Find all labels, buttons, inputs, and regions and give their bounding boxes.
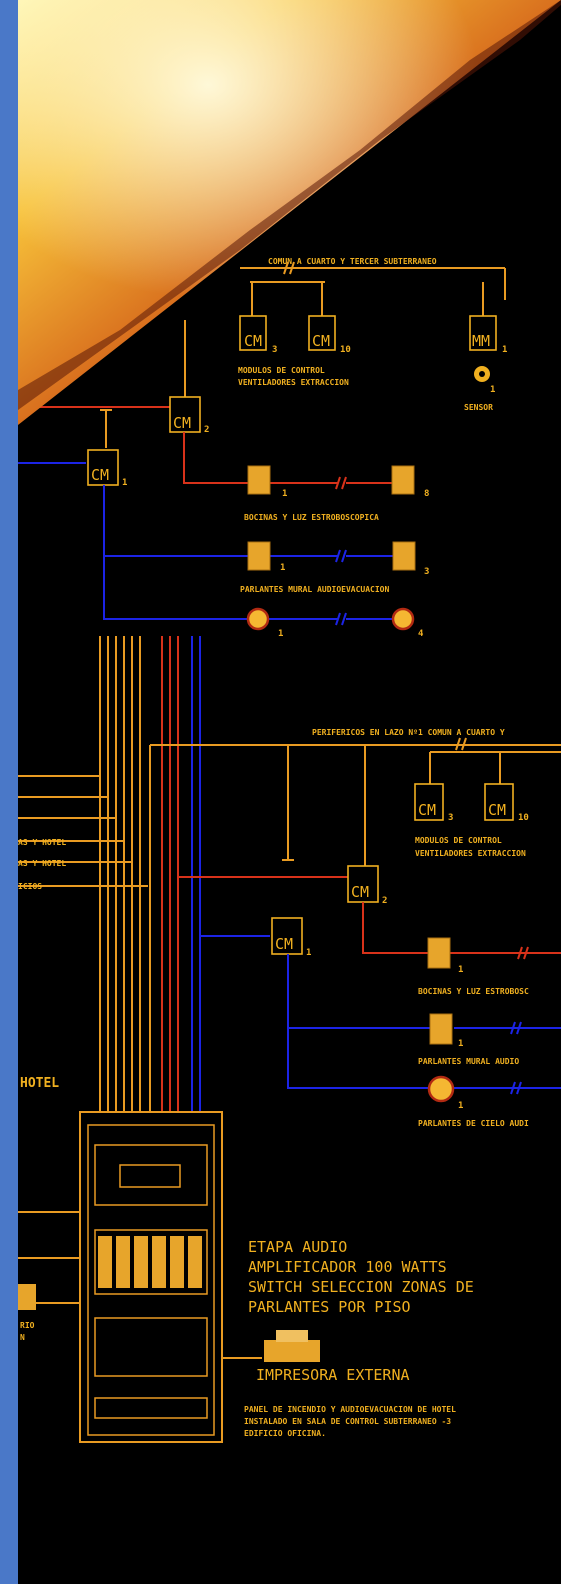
lower-section: PERIFERICOS EN LAZO Nº1 COMUN A CUARTO Y… <box>18 728 561 1128</box>
svg-text:CM: CM <box>275 935 293 953</box>
horn-strobe-icon <box>391 465 415 495</box>
svg-text:8: 8 <box>424 489 429 499</box>
horn-strobe-icon <box>247 465 271 495</box>
ceiling-speaker-icon <box>391 607 415 631</box>
amplifier-modules <box>98 1236 202 1288</box>
lower-control-label-1: MODULOS DE CONTROL <box>415 836 502 845</box>
ceiling-speaker-icon <box>246 607 270 631</box>
svg-text:1: 1 <box>280 563 285 573</box>
hotel-label: HOTEL <box>20 1076 59 1091</box>
wall-speaker-icon <box>247 541 271 571</box>
upper-wall-speaker-label: PARLANTES MURAL AUDIOEVACUACION <box>240 585 389 594</box>
svg-text:RIO: RIO <box>20 1321 35 1330</box>
panel-line-1: ETAPA AUDIO <box>248 1238 347 1256</box>
svg-text:4: 4 <box>418 629 424 639</box>
svg-text:1: 1 <box>282 489 287 499</box>
left-accent-bar <box>0 0 18 1584</box>
svg-text:3: 3 <box>272 345 277 355</box>
fire-panel-cabinet: RIO N <box>18 1111 262 1443</box>
panel-note-1: PANEL DE INCENDIO Y AUDIOEVACUACION DE H… <box>244 1405 456 1414</box>
vertical-trunk <box>99 636 201 1112</box>
lower-control-module-3 <box>414 783 444 821</box>
svg-text:MM: MM <box>472 332 490 350</box>
panel-line-4: PARLANTES POR PISO <box>248 1298 411 1316</box>
svg-text:3: 3 <box>448 813 453 823</box>
svg-text:CM: CM <box>418 801 436 819</box>
printer-label: IMPRESORA EXTERNA <box>256 1366 410 1384</box>
upper-control-module-3 <box>239 315 267 351</box>
svg-text:10: 10 <box>518 813 529 823</box>
wall-speaker-icon <box>392 541 416 571</box>
svg-text:CM: CM <box>488 801 506 819</box>
svg-text:CM: CM <box>312 332 330 350</box>
svg-text:CM: CM <box>91 466 109 484</box>
svg-text:1: 1 <box>458 1039 463 1049</box>
panel-line-3: SWITCH SELECCION ZONAS DE <box>248 1278 474 1296</box>
svg-text:2: 2 <box>204 425 209 435</box>
svg-text:CM: CM <box>173 414 191 432</box>
upper-section: COMUN A CUARTO Y TERCER SUBTERRANEO CM 3… <box>18 257 507 639</box>
upper-control-label-2: VENTILADORES EXTRACCION <box>238 378 349 387</box>
lower-horn-label: BOCINAS Y LUZ ESTROBOSC <box>418 987 529 996</box>
svg-text:2: 2 <box>382 896 387 906</box>
panel-note-2: INSTALADO EN SALA DE CONTROL SUBTERRANEO… <box>244 1417 451 1426</box>
svg-text:CM: CM <box>351 883 369 901</box>
printer-icon <box>264 1330 320 1362</box>
svg-text:1: 1 <box>306 948 311 958</box>
svg-text:3: 3 <box>424 567 429 577</box>
svg-text:N: N <box>20 1333 25 1342</box>
lower-control-label-2: VENTILADORES EXTRACCION <box>415 849 526 858</box>
svg-text:10: 10 <box>340 345 351 355</box>
upper-control-module-10 <box>308 315 336 351</box>
panel-line-2: AMPLIFICADOR 100 WATTS <box>248 1258 447 1276</box>
upper-control-label-1: MODULOS DE CONTROL <box>238 366 325 375</box>
lower-bus-label: PERIFERICOS EN LAZO Nº1 COMUN A CUARTO Y <box>312 728 505 737</box>
lower-ceiling-speaker-label: PARLANTES DE CIELO AUDI <box>418 1119 529 1128</box>
lower-control-module-1 <box>271 917 303 955</box>
svg-text:1: 1 <box>458 1101 463 1111</box>
svg-text:1: 1 <box>502 345 507 355</box>
fire-photo-overlay <box>18 0 561 425</box>
svg-text:CM: CM <box>244 332 262 350</box>
left-label-2: AS Y HOTEL <box>18 859 66 868</box>
wall-speaker-icon <box>429 1013 453 1045</box>
svg-text:1: 1 <box>458 965 463 975</box>
panel-description: ETAPA AUDIO AMPLIFICADOR 100 WATTS SWITC… <box>244 1238 474 1438</box>
svg-text:1: 1 <box>122 478 127 488</box>
left-label-1: AS Y HOTEL <box>18 838 66 847</box>
upper-horn-label: BOCINAS Y LUZ ESTROBOSCOPICA <box>244 513 379 522</box>
upper-bus-label: COMUN A CUARTO Y TERCER SUBTERRANEO <box>268 257 437 266</box>
upper-monitor-module <box>469 315 497 351</box>
sensor-label: SENSOR <box>464 403 493 412</box>
upper-control-module-2 <box>169 396 201 433</box>
svg-text:1: 1 <box>278 629 283 639</box>
horn-strobe-icon <box>427 937 451 969</box>
left-label-3: ICIOS <box>18 882 42 891</box>
lower-control-module-10 <box>484 783 514 821</box>
ceiling-speaker-icon <box>427 1075 455 1103</box>
left-device-icon <box>18 1284 36 1310</box>
svg-text:1: 1 <box>490 385 495 395</box>
panel-note-3: EDIFICIO OFICINA. <box>244 1429 326 1438</box>
lower-wall-speaker-label: PARLANTES MURAL AUDIO <box>418 1057 519 1066</box>
